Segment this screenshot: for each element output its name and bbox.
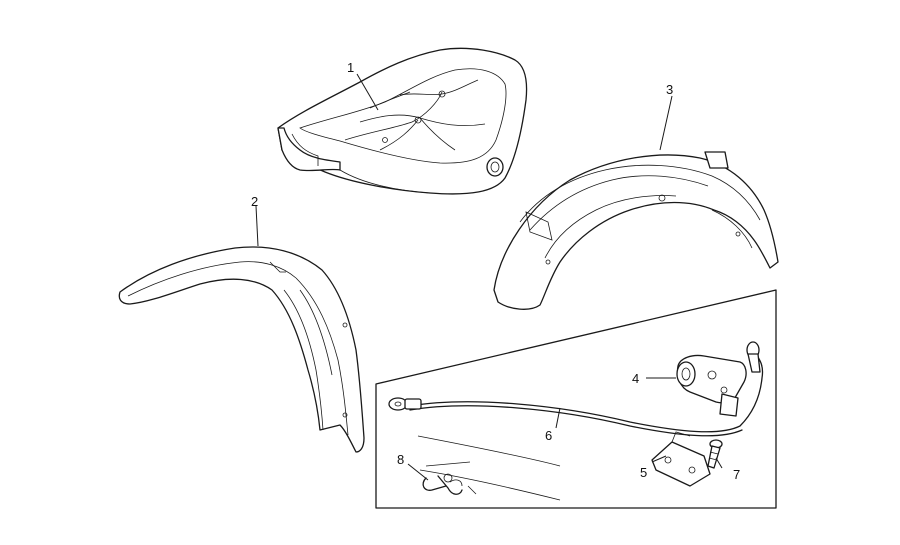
- inset-frame: [375, 289, 777, 509]
- callout-leaders: [255, 73, 723, 481]
- callout-6: 6: [545, 428, 552, 443]
- callout-8: 8: [397, 452, 404, 467]
- callout-labels: 1 2 3 4 5 6 7 8: [251, 60, 740, 482]
- callout-2: 2: [251, 194, 258, 209]
- callout-1: 1: [347, 60, 354, 75]
- lock-drawing: [676, 354, 747, 417]
- clip-drawing: [422, 461, 477, 495]
- callout-5: 5: [640, 465, 647, 480]
- cable-drawing: [388, 341, 764, 437]
- callout-7: 7: [733, 467, 740, 482]
- seat-drawing: [277, 47, 528, 195]
- screw-drawing: [707, 439, 723, 469]
- callout-3: 3: [666, 82, 673, 97]
- bracket-drawing: [651, 431, 711, 487]
- rear-mudguard-drawing: [493, 151, 779, 310]
- front-mudguard-drawing: [118, 246, 365, 453]
- callout-4: 4: [632, 371, 639, 386]
